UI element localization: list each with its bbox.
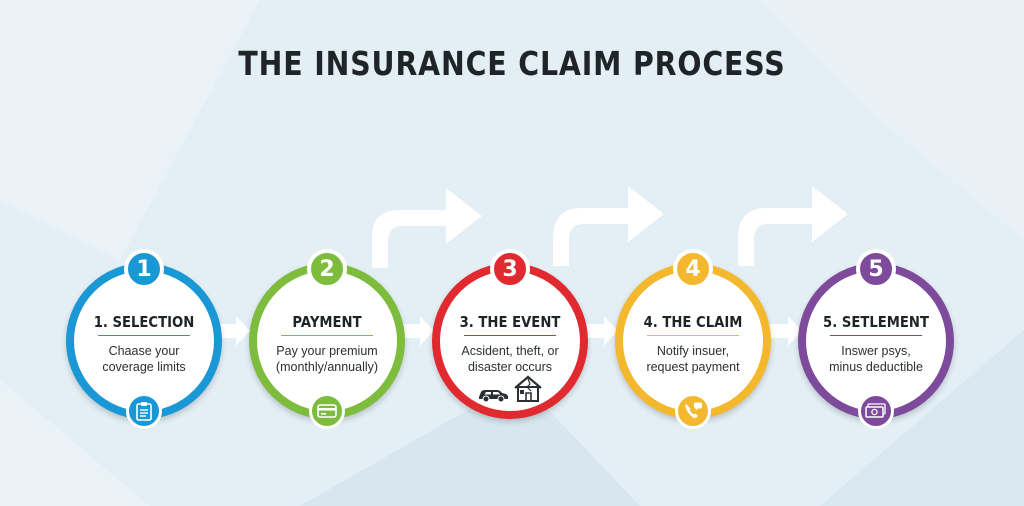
step-4-the-claim: 4 4. THE CLAIM Notify insuer, request pa… bbox=[615, 249, 771, 429]
step-description: Pay your premium (monthly/annually) bbox=[275, 344, 379, 374]
connector-arrow-2 bbox=[398, 316, 434, 346]
step-description: Inswer psys, minus deductible bbox=[829, 344, 923, 374]
step-description: Notify insuer, request payment bbox=[646, 344, 740, 374]
step-3-the-event: 3 3. THE EVENT Acsident, theft, or disas… bbox=[432, 249, 588, 419]
curved-arrow-3 bbox=[738, 186, 848, 266]
connector-arrow-1 bbox=[212, 316, 250, 346]
damaged-house-icon bbox=[514, 375, 542, 402]
step-title: 5. SETLEMENT bbox=[823, 313, 929, 331]
curved-arrow-2 bbox=[553, 186, 664, 266]
title-underline bbox=[464, 335, 556, 336]
page-title: THE INSURANCE CLAIM PROCESS bbox=[238, 44, 786, 83]
car-icon bbox=[479, 390, 508, 403]
step-number-badge: 3 bbox=[490, 249, 530, 289]
step-5-settlement: 5 5. SETLEMENT Inswer psys, minus deduct… bbox=[798, 249, 954, 429]
money-bill-icon bbox=[858, 393, 894, 429]
connector-arrow-4 bbox=[764, 316, 802, 346]
step-1-selection: 1 1. SELECTION Chaase your coverage limi… bbox=[66, 249, 222, 429]
step-title: PAYMENT bbox=[292, 313, 362, 331]
step-title: 1. SELECTION bbox=[93, 313, 195, 331]
credit-card-icon bbox=[309, 393, 345, 429]
step-number-badge: 5 bbox=[856, 249, 896, 289]
phone-chat-icon bbox=[675, 393, 711, 429]
step-number-badge: 4 bbox=[673, 249, 713, 289]
curved-arrow-1 bbox=[372, 188, 482, 268]
step-title: 3. THE EVENT bbox=[459, 313, 561, 331]
step-number-badge: 2 bbox=[307, 249, 347, 289]
step-2-payment: 2 PAYMENT Pay your premium (monthly/annu… bbox=[249, 249, 405, 429]
title-underline bbox=[281, 335, 373, 336]
title-underline bbox=[647, 335, 739, 336]
step-number-badge: 1 bbox=[124, 249, 164, 289]
step-description: Acsident, theft, or disaster occurs bbox=[461, 344, 559, 374]
clipboard-icon bbox=[126, 393, 162, 429]
connector-arrow-3 bbox=[582, 316, 618, 346]
title-underline bbox=[830, 335, 922, 336]
event-icons bbox=[440, 375, 580, 403]
step-description: Chaase your coverage limits bbox=[102, 344, 186, 374]
step-title: 4. THE CLAIM bbox=[643, 313, 743, 331]
title-underline bbox=[98, 335, 190, 336]
